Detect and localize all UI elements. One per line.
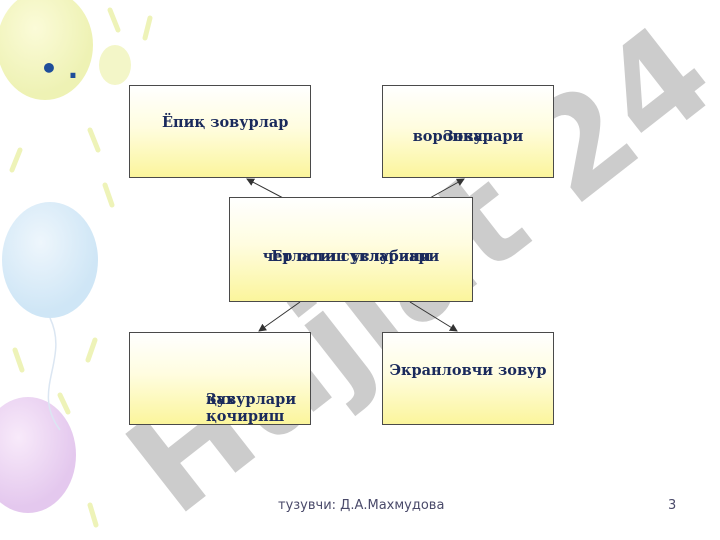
box-screening-drain-label: Экранловчи зовур xyxy=(389,362,547,379)
box-drainage-pipes-line2: қувурлари xyxy=(206,391,297,408)
box-groundwater-methods-line1: Ер ости сувларини xyxy=(271,248,431,265)
balloon-string xyxy=(47,317,61,431)
page-number: 3 xyxy=(668,498,677,513)
arrow-to-bottom-left xyxy=(258,301,301,332)
box-screening-drain: Экранловчи зовур xyxy=(382,332,554,425)
bullet-marker: • . xyxy=(40,52,79,85)
balloon-yellow-small xyxy=(99,45,131,85)
box-drain-funnels-line2: воронкалари xyxy=(412,128,524,145)
balloon-yellow-top xyxy=(0,0,93,100)
arrow-to-top-right xyxy=(427,178,465,200)
box-drain-funnels: Зовур воронкалари xyxy=(382,85,554,178)
box-closed-drains-label: Ёпиқ зовурлар xyxy=(162,114,289,131)
confetti-streaks xyxy=(9,7,153,528)
arrow-to-bottom-right xyxy=(409,301,458,332)
box-groundwater-methods-line2: четлатиш услублари xyxy=(262,248,440,265)
arrow-to-top-left xyxy=(246,178,286,200)
box-drainage-pipes: Зах қочириш қувурлари xyxy=(129,332,311,425)
box-drainage-pipes-line1: Зах қочириш xyxy=(206,391,285,425)
box-groundwater-methods: Ер ости сувларини четлатиш услублари xyxy=(229,197,473,302)
balloon-blue xyxy=(2,202,98,318)
box-drain-funnels-line1: Зовур xyxy=(443,128,493,145)
box-closed-drains: Ёпиқ зовурлар xyxy=(129,85,311,178)
footer-author: тузувчи: Д.А.Махмудова xyxy=(278,498,445,513)
